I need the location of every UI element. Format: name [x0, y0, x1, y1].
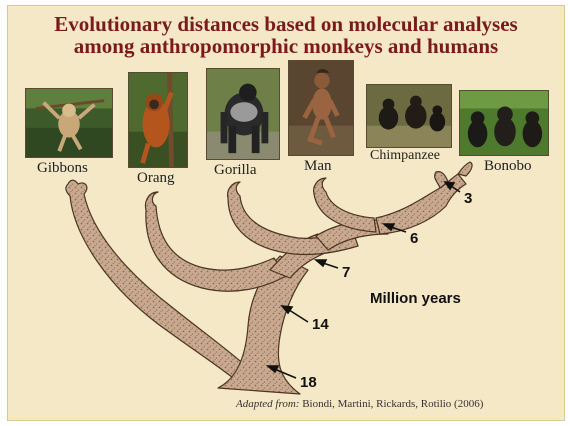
divergence-label-14: 14 [312, 316, 329, 333]
divergence-label-3: 3 [464, 190, 472, 207]
divergence-label-7: 7 [342, 264, 350, 281]
divergence-label-6: 6 [410, 230, 418, 247]
credit-prefix: Adapted from: [236, 398, 299, 410]
branch-bonobo [458, 162, 472, 176]
branch-man [314, 178, 376, 232]
unit-label: Million years [370, 290, 461, 307]
slide: Evolutionary distances based on molecula… [7, 5, 565, 421]
source-credit: Adapted from: Biondi, Martini, Rickards,… [236, 398, 483, 410]
credit-authors: Biondi, Martini, Rickards, Rotilio (2006… [302, 398, 483, 410]
phylogenetic-tree [8, 6, 564, 420]
divergence-label-18: 18 [300, 374, 317, 391]
